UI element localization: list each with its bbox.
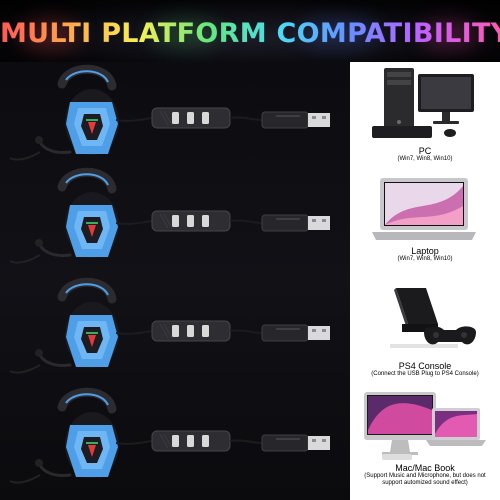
inline-remote-icon [151, 107, 231, 129]
device-name-pc: PC [418, 146, 432, 156]
gaming-headset-icon [9, 167, 119, 264]
device-name-ps4: PS4 Console [398, 361, 452, 371]
usb-plug-icon [261, 324, 330, 342]
inline-remote-icon [151, 210, 231, 232]
device-note-pc: (Win7, Win8, Win10) [397, 156, 453, 162]
device-name-laptop: Laptop [411, 246, 439, 256]
product-panel [0, 62, 350, 500]
gaming-headset-icon [9, 64, 119, 161]
usb-plug-icon [261, 214, 330, 232]
usb-plug-icon [261, 434, 330, 452]
glow-blue [300, 18, 380, 48]
usb-plug-icon [261, 111, 330, 129]
laptop-icon [372, 178, 476, 240]
device-note-laptop: (Win7, Win8, Win10) [397, 256, 453, 262]
headset-row-mac [9, 387, 330, 484]
headset-row-ps4 [9, 277, 330, 374]
headset-row-pc [9, 64, 330, 161]
headset-row-laptop [9, 167, 330, 264]
inline-remote-icon [151, 430, 231, 452]
device-note-ps4: (Connect the USB Plug to PS4 Console) [371, 371, 479, 377]
caption-laptop: Laptop (Win7, Win8, Win10) [350, 246, 500, 263]
caption-ps4: PS4 Console (Connect the USB Plug to PS4… [350, 361, 500, 378]
ps4-console-icon [390, 288, 476, 348]
inline-remote-icon [151, 320, 231, 342]
glow-pink [420, 20, 480, 50]
gaming-headset-icon [9, 277, 119, 374]
caption-mac: Mac/Mac Book (Support Music and Micropho… [350, 463, 500, 487]
device-name-mac: Mac/Mac Book [395, 463, 455, 473]
glow-red [20, 20, 80, 50]
title-banner: MULTI PLATFORM COMPATIBILITY [0, 0, 500, 62]
caption-pc: PC (Win7, Win8, Win10) [350, 146, 500, 163]
device-note-mac: (Support Music and Microphone, but does … [364, 473, 486, 486]
glow-green [150, 18, 220, 48]
gaming-headset-icon [9, 387, 119, 484]
desktop-pc-icon [372, 68, 474, 138]
imac-macbook-icon [364, 392, 486, 460]
page-title: MULTI PLATFORM COMPATIBILITY [0, 18, 500, 49]
